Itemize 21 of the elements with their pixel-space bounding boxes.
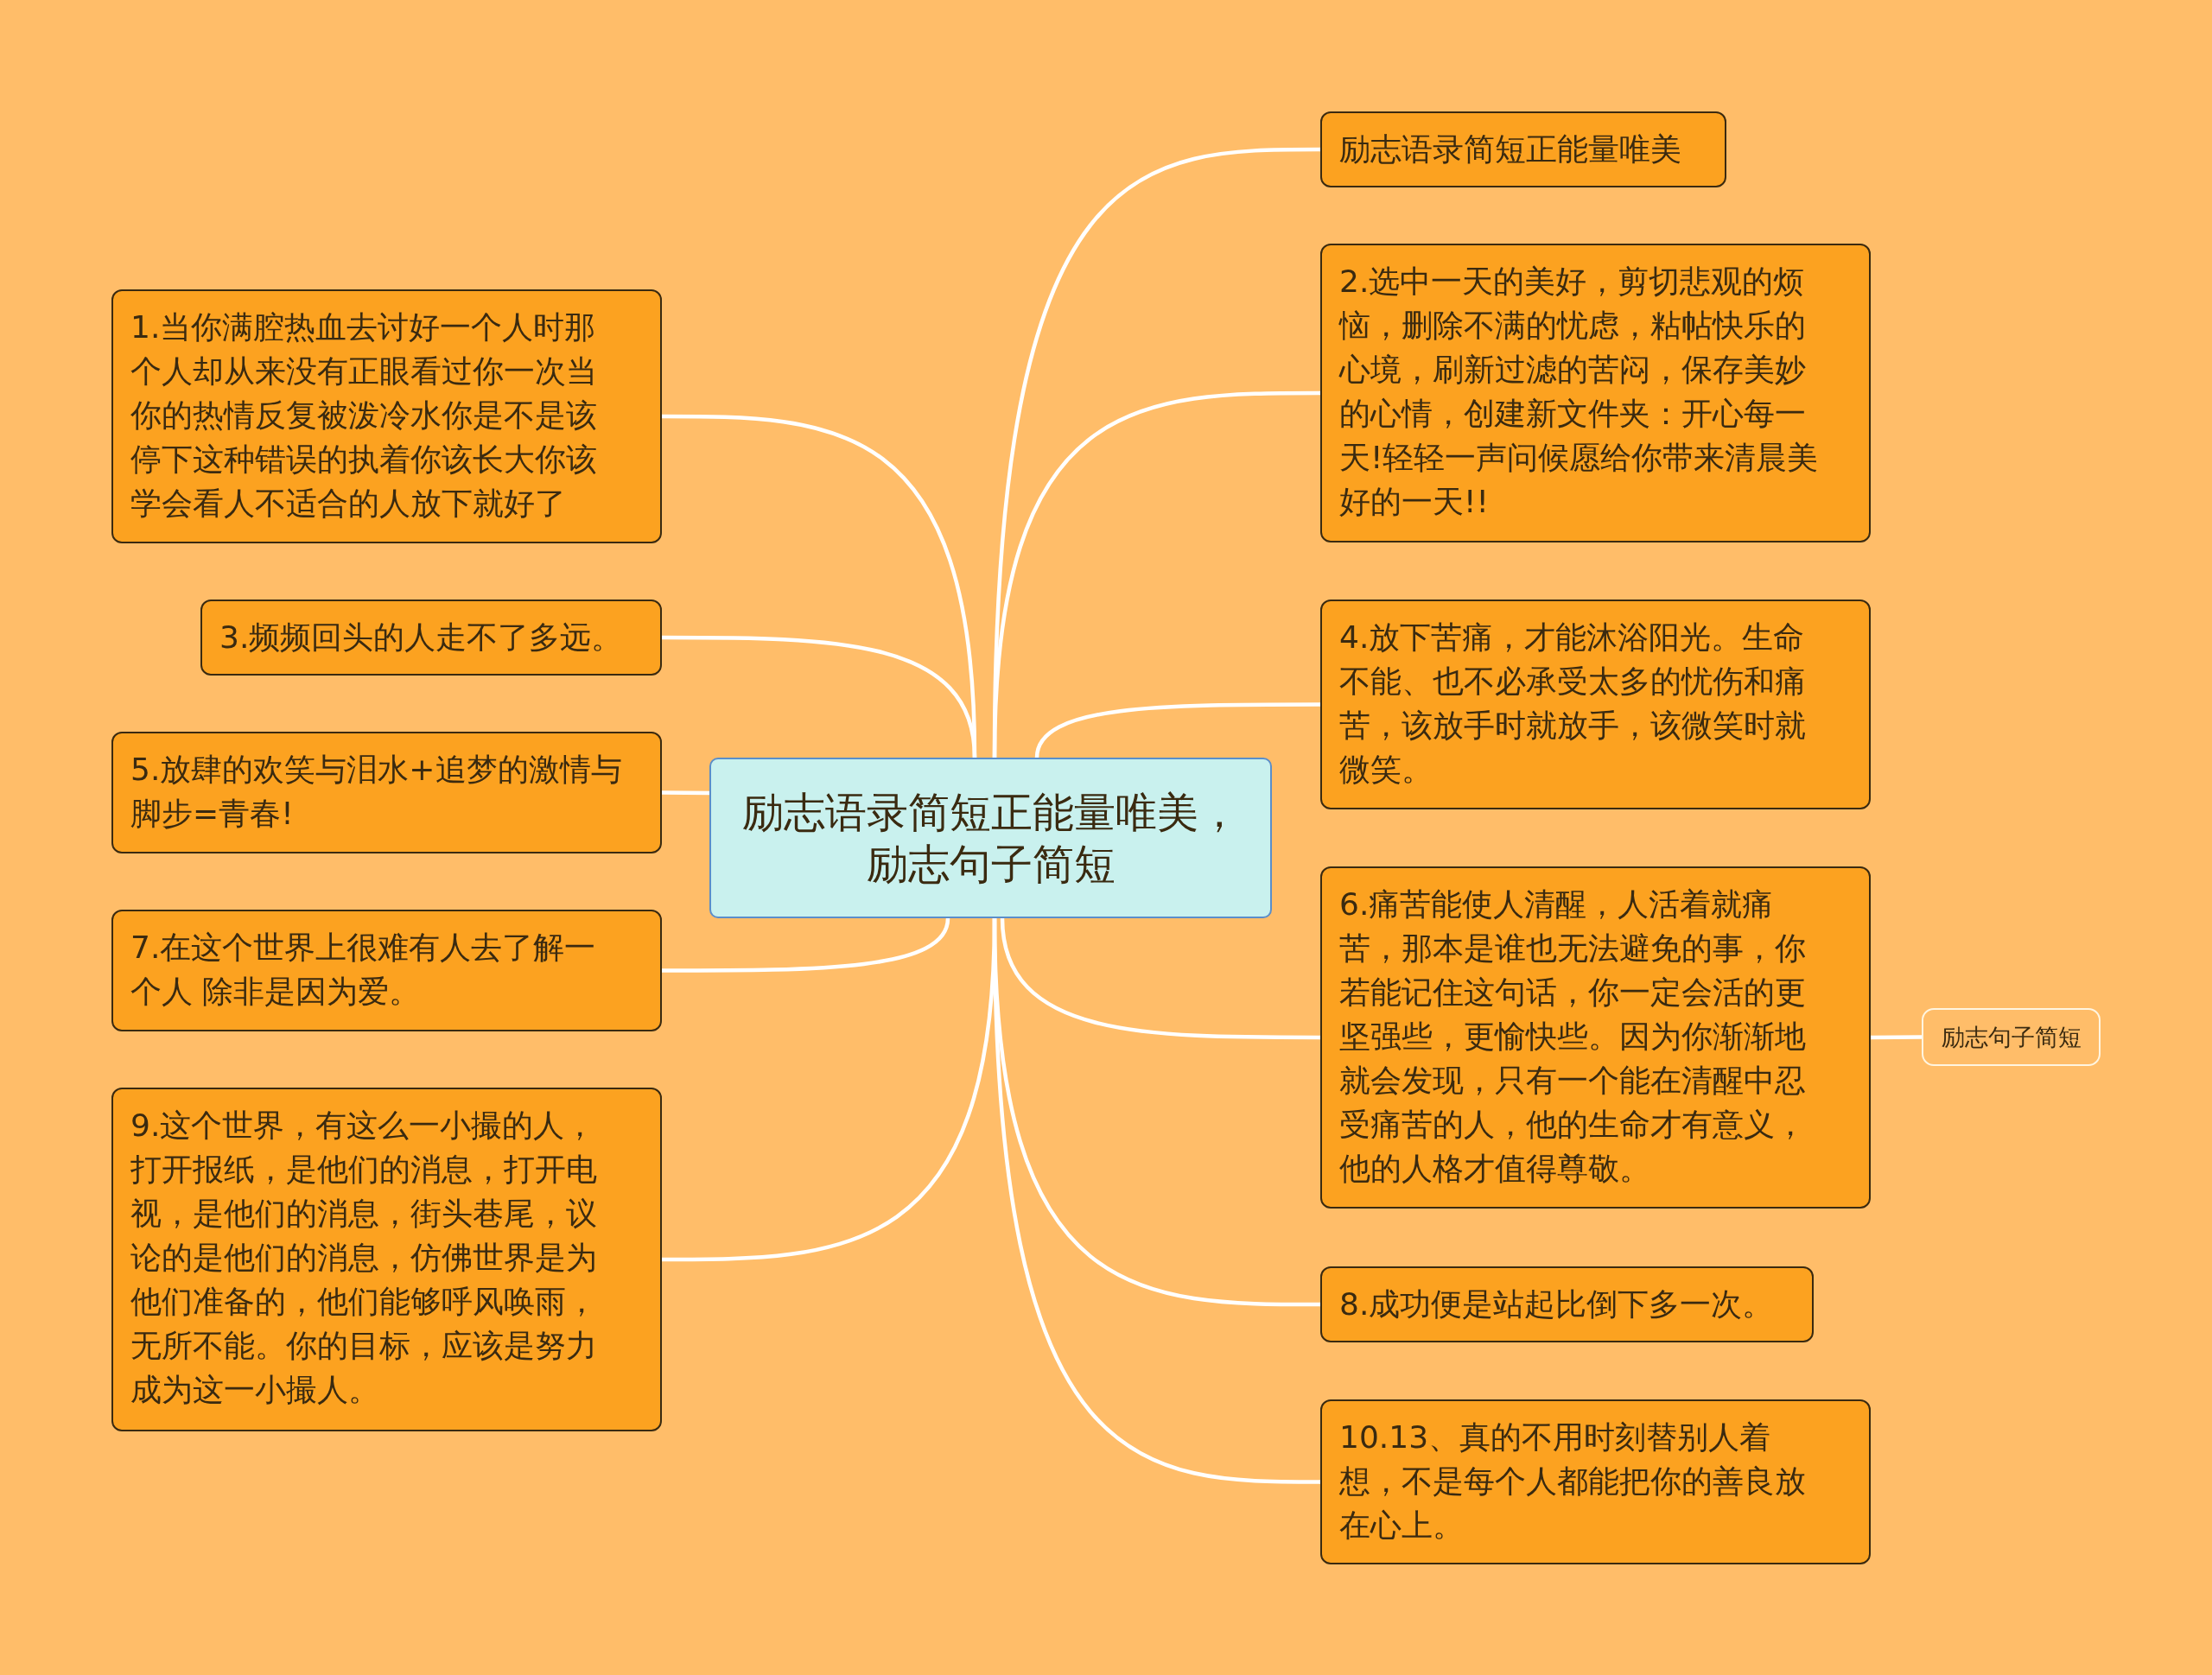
topic-box: 6.痛苦能使人清醒，人活着就痛苦，那本是谁也无法避免的事，你若能记住这句话，你一定会活的更坚强些，更愉快些。因为你渐渐地就会发现，只有一个能在清醒中忍受痛苦的人，他的生命才有意义，他的人格才值得尊敬。 <box>1320 866 1871 1209</box>
connector-line <box>662 917 950 973</box>
topic-box: 10.13、真的不用时刻替别人着想，不是每个人都能把你的善良放在心上。 <box>1320 1399 1871 1564</box>
connector-line <box>992 390 1320 758</box>
topic-box: 2.选中一天的美好，剪切悲观的烦恼，删除不满的忧虑，粘帖快乐的心境，刷新过滤的苦闷，保存美妙的心情，创建新文件夹：开心每一天!轻轻一声问候愿给你带来清晨美好的一天!! <box>1320 244 1871 542</box>
connector-line <box>1034 702 1320 758</box>
connector-line <box>662 635 977 758</box>
topic-box: 7.在这个世界上很难有人去了解一个人 除非是因为爱。 <box>111 910 662 1031</box>
topic-box: 8.成功便是站起比倒下多一次。 <box>1320 1266 1814 1342</box>
subtopic-box: 励志句子简短 <box>1922 1008 2101 1066</box>
connector-line <box>992 917 1320 1484</box>
central-topic-box: 励志语录简短正能量唯美，励志句子简短 <box>709 758 1272 918</box>
connector-line <box>1000 917 1320 1040</box>
topic-box: 4.放下苦痛，才能沐浴阳光。生命不能、也不必承受太多的忧伤和痛苦，该放手时就放手，该微笑时就微笑。 <box>1320 600 1871 809</box>
connector-line <box>1870 1035 1923 1040</box>
topic-box: 1.当你满腔热血去讨好一个人时那个人却从来没有正眼看过你一次当你的热情反复被泼冷水你是不是该停下这种错误的执着你该长大你该学会看人不适合的人放下就好了 <box>111 289 662 543</box>
topic-box: 9.这个世界，有这么一小撮的人，打开报纸，是他们的消息，打开电视，是他们的消息，街头巷尾，议论的是他们的消息，仿佛世界是为他们准备的，他们能够呼风唤雨，无所不能。你的目标，应该是努力成为这一小撮人。 <box>111 1088 662 1431</box>
topic-box: 3.频频回头的人走不了多远。 <box>200 600 662 676</box>
topic-box: 5.放肆的欢笑与泪水+追梦的激情与脚步=青春! <box>111 732 662 853</box>
topic-box: 励志语录简短正能量唯美 <box>1320 111 1726 187</box>
connector-line <box>661 790 710 796</box>
